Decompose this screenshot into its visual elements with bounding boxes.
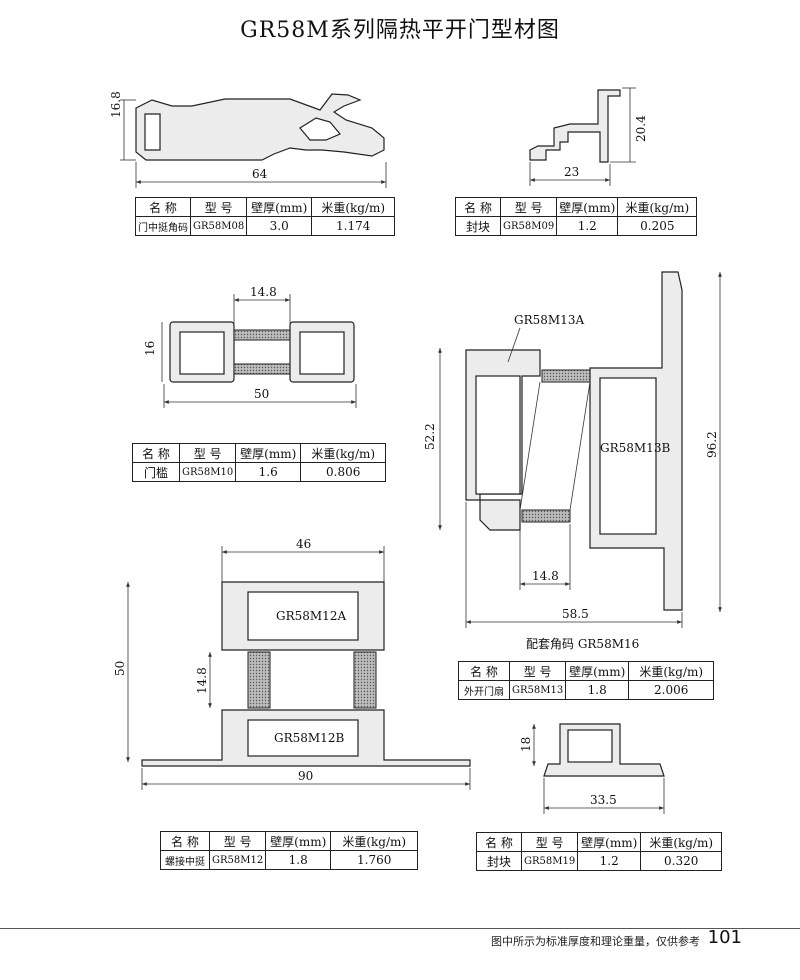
header-weight: 米重(kg/m) <box>628 661 715 681</box>
header-thickness: 壁厚(mm) <box>265 831 332 851</box>
m13-dim-gap: 14.8 <box>532 569 559 583</box>
cell-thickness: 1.8 <box>565 680 630 700</box>
cell-weight: 0.806 <box>300 462 387 482</box>
cell-weight: 0.320 <box>640 851 723 871</box>
header-model: 型 号 <box>520 832 579 852</box>
header-model: 型 号 <box>508 661 567 681</box>
cell-name: 螺接中挺 <box>160 850 210 870</box>
header-name: 名 称 <box>132 443 180 463</box>
cell-name: 门中挺角码 <box>135 216 191 236</box>
header-thickness: 壁厚(mm) <box>577 832 642 852</box>
cell-name: 封块 <box>476 851 522 871</box>
profile-drawing-m09: 20.4 23 <box>529 87 648 186</box>
header-weight: 米重(kg/m) <box>300 443 387 463</box>
m08-dim-height: 16.8 <box>109 91 123 118</box>
header-thickness: 壁厚(mm) <box>556 197 619 217</box>
cell-model: GR58M08 <box>189 216 248 236</box>
m19-dim-height: 18 <box>519 737 533 752</box>
m10-dim-width: 50 <box>254 387 269 401</box>
m10-dim-height: 16 <box>143 341 157 356</box>
m13-dim-width: 58.5 <box>562 607 589 621</box>
header-thickness: 壁厚(mm) <box>565 661 630 681</box>
header-name: 名 称 <box>476 832 522 852</box>
m09-dim-width: 23 <box>564 165 579 179</box>
profile-drawing-m10: 16 14.8 50 <box>143 285 357 408</box>
m12-label-a: GR58M12A <box>276 609 346 623</box>
profile-drawing-m13: GR58M13A GR58M13B 52.2 96.2 14.8 58.5 配套… <box>423 271 722 651</box>
cell-weight: 1.760 <box>330 850 419 870</box>
header-model: 型 号 <box>178 443 237 463</box>
profile-drawing-m19: 18 33.5 <box>519 723 665 814</box>
cell-name: 门槛 <box>132 462 180 482</box>
m12-dim-top-width: 46 <box>296 537 311 551</box>
cell-name: 外开门扇 <box>458 680 510 700</box>
header-name: 名 称 <box>160 831 210 851</box>
cell-weight: 0.205 <box>617 216 698 236</box>
cell-thickness: 1.2 <box>556 216 619 236</box>
cell-model: GR58M12 <box>208 850 267 870</box>
m12-label-b: GR58M12B <box>274 731 344 745</box>
cell-weight: 1.174 <box>311 216 396 236</box>
m08-dim-width: 64 <box>252 167 268 181</box>
header-weight: 米重(kg/m) <box>330 831 419 851</box>
m10-dim-gap: 14.8 <box>250 285 277 299</box>
header-name: 名 称 <box>455 197 501 217</box>
cell-thickness: 1.6 <box>235 462 302 482</box>
page-number: 101 <box>707 927 742 948</box>
m12-dim-gap: 14.8 <box>195 667 209 694</box>
m13-dim-height-total: 96.2 <box>705 431 719 458</box>
profile-drawing-m12: GR58M12A GR58M12B 46 50 14.8 90 <box>113 537 471 790</box>
m13-label-a: GR58M13A <box>514 313 584 327</box>
m13-dim-height-inner: 52.2 <box>423 423 437 450</box>
m12-dim-height: 50 <box>113 661 127 676</box>
m19-dim-width: 33.5 <box>590 793 617 807</box>
m13-note: 配套角码 GR58M16 <box>526 637 639 651</box>
cell-model: GR58M19 <box>520 851 579 871</box>
profile-drawing-m08: 16.8 64 <box>109 91 387 188</box>
cell-thickness: 1.2 <box>577 851 642 871</box>
header-model: 型 号 <box>189 197 248 217</box>
cell-model: GR58M09 <box>499 216 558 236</box>
cell-model: GR58M13 <box>508 680 567 700</box>
cell-thickness: 3.0 <box>246 216 313 236</box>
header-weight: 米重(kg/m) <box>311 197 396 217</box>
footer-divider <box>0 928 800 929</box>
m13-label-b: GR58M13B <box>600 441 670 455</box>
header-name: 名 称 <box>135 197 191 217</box>
header-weight: 米重(kg/m) <box>617 197 698 217</box>
header-model: 型 号 <box>208 831 267 851</box>
cell-model: GR58M10 <box>178 462 237 482</box>
m12-dim-width: 90 <box>298 769 313 783</box>
cell-name: 封块 <box>455 216 501 236</box>
m09-dim-height: 20.4 <box>634 115 648 142</box>
header-thickness: 壁厚(mm) <box>235 443 302 463</box>
cell-weight: 2.006 <box>628 680 715 700</box>
page-title: GR58M系列隔热平开门型材图 <box>240 18 560 43</box>
profile-drawings: 16.8 64 20.4 23 16 14.8 50 <box>109 87 722 814</box>
footer-note: 图中所示为标准厚度和理论重量，仅供参考 <box>491 935 700 948</box>
header-weight: 米重(kg/m) <box>640 832 723 852</box>
header-thickness: 壁厚(mm) <box>246 197 313 217</box>
cell-thickness: 1.8 <box>265 850 332 870</box>
header-name: 名 称 <box>458 661 510 681</box>
header-model: 型 号 <box>499 197 558 217</box>
